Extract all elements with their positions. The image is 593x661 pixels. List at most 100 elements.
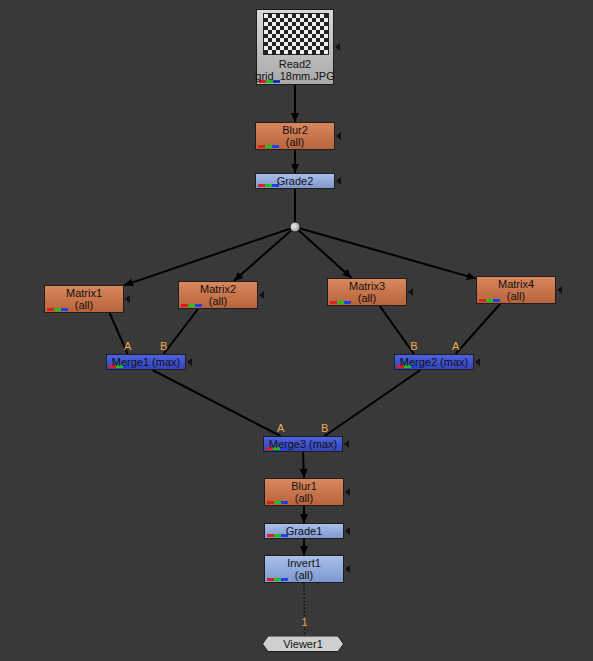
channel-swatch <box>274 534 281 537</box>
arrow-head <box>300 469 308 478</box>
input-label: A <box>452 340 459 352</box>
arrow-head <box>291 164 299 173</box>
arrow-head <box>342 269 351 278</box>
pipe-connector <box>164 309 198 354</box>
channel-bar <box>181 304 202 307</box>
channel-swatch <box>344 301 351 304</box>
process-node: Merge3 (max) <box>263 436 343 452</box>
channel-bar <box>479 299 500 302</box>
input-tab <box>187 358 192 366</box>
node-name: Read2 <box>279 58 311 70</box>
node-name: Grade1 <box>286 525 323 537</box>
input-tab <box>557 286 562 294</box>
node-detail: (all) <box>75 299 93 311</box>
channel-bar <box>258 184 279 187</box>
input-tab <box>345 565 350 573</box>
channel-swatch <box>195 304 202 307</box>
pipe-connector <box>124 189 295 286</box>
input-tab <box>344 440 349 448</box>
pipe-line <box>295 189 351 278</box>
pipe-connector <box>291 150 299 173</box>
channel-swatch <box>479 299 486 302</box>
channel-bar <box>330 301 351 304</box>
channel-swatch <box>267 534 274 537</box>
channel-swatch <box>274 578 281 581</box>
channel-swatch <box>493 299 500 302</box>
channel-swatch <box>61 308 68 311</box>
pipe-line <box>164 309 198 354</box>
node-name: Matrix3 <box>349 280 385 292</box>
channel-swatch <box>281 578 288 581</box>
input-label: A <box>124 340 131 352</box>
channel-swatch <box>188 304 195 307</box>
channel-swatch <box>258 145 265 148</box>
process-node: Blur2(all) <box>255 122 335 150</box>
input-tab <box>475 358 480 366</box>
arrow-head <box>300 546 308 555</box>
pipe-connector <box>152 370 280 436</box>
channel-swatch <box>265 145 272 148</box>
node-detail: (all) <box>358 292 376 304</box>
process-node: Matrix1(all) <box>44 285 124 313</box>
node-name: Blur2 <box>282 124 308 136</box>
pipe-line <box>295 189 476 279</box>
node-detail: (all) <box>286 136 304 148</box>
pipe-connector <box>304 583 306 636</box>
viewer-outline <box>263 636 344 652</box>
channel-swatch <box>272 145 279 148</box>
input-label: B <box>410 340 417 352</box>
node-detail: grid_18mm.JPG <box>255 70 334 82</box>
node-name: Invert1 <box>287 557 321 569</box>
arrow-head <box>466 272 476 280</box>
channel-bar <box>267 501 288 504</box>
node-name: Matrix1 <box>66 287 102 299</box>
channel-bar <box>267 534 288 537</box>
input-tab <box>125 295 130 303</box>
process-node: Grade1 <box>264 523 344 539</box>
input-label: B <box>160 340 167 352</box>
thumbnail <box>263 13 329 55</box>
pipe-connector <box>300 506 308 523</box>
arrow-head <box>234 272 243 281</box>
node-detail: (all) <box>295 569 313 581</box>
pipe-connector <box>380 306 414 354</box>
arrow-head <box>291 113 299 122</box>
input-label: 1 <box>302 616 308 628</box>
pipe-line <box>456 304 500 354</box>
pipe-connector <box>325 370 421 436</box>
arrow-head <box>300 514 308 523</box>
channel-swatch <box>267 501 274 504</box>
pipe-connector <box>456 304 500 354</box>
input-tab <box>408 288 413 296</box>
pipe-connector <box>295 189 351 278</box>
input-tab <box>259 291 264 299</box>
node-detail: (all) <box>295 492 313 504</box>
pipe-connector <box>300 452 308 478</box>
node-name: Blur1 <box>291 480 317 492</box>
pipe-connector <box>234 189 295 281</box>
node-name: Matrix4 <box>498 278 534 290</box>
channel-bar <box>47 308 68 311</box>
pipe-connector <box>300 539 308 555</box>
viewer-node: Viewer1 <box>262 636 344 652</box>
node-detail: (all) <box>507 290 525 302</box>
node-name: Matrix2 <box>200 283 236 295</box>
node-name: Merge3 (max) <box>269 438 337 450</box>
channel-swatch <box>267 578 274 581</box>
input-tab <box>336 132 341 140</box>
channel-swatch <box>330 301 337 304</box>
channel-bar <box>258 145 279 148</box>
node-name: Merge1 (max) <box>112 356 180 368</box>
process-node: Merge1 (max) <box>106 354 186 370</box>
process-node: Grade2 <box>255 173 335 189</box>
input-label: A <box>277 422 284 434</box>
pipe-line <box>380 306 414 354</box>
pipe-line <box>234 189 295 281</box>
arrow-head <box>124 279 134 287</box>
process-node: Invert1(all) <box>264 555 344 583</box>
channel-swatch <box>54 308 61 311</box>
input-label: B <box>321 422 328 434</box>
node-name: Grade2 <box>277 175 314 187</box>
pipe-line <box>152 370 280 436</box>
channel-swatch <box>47 308 54 311</box>
